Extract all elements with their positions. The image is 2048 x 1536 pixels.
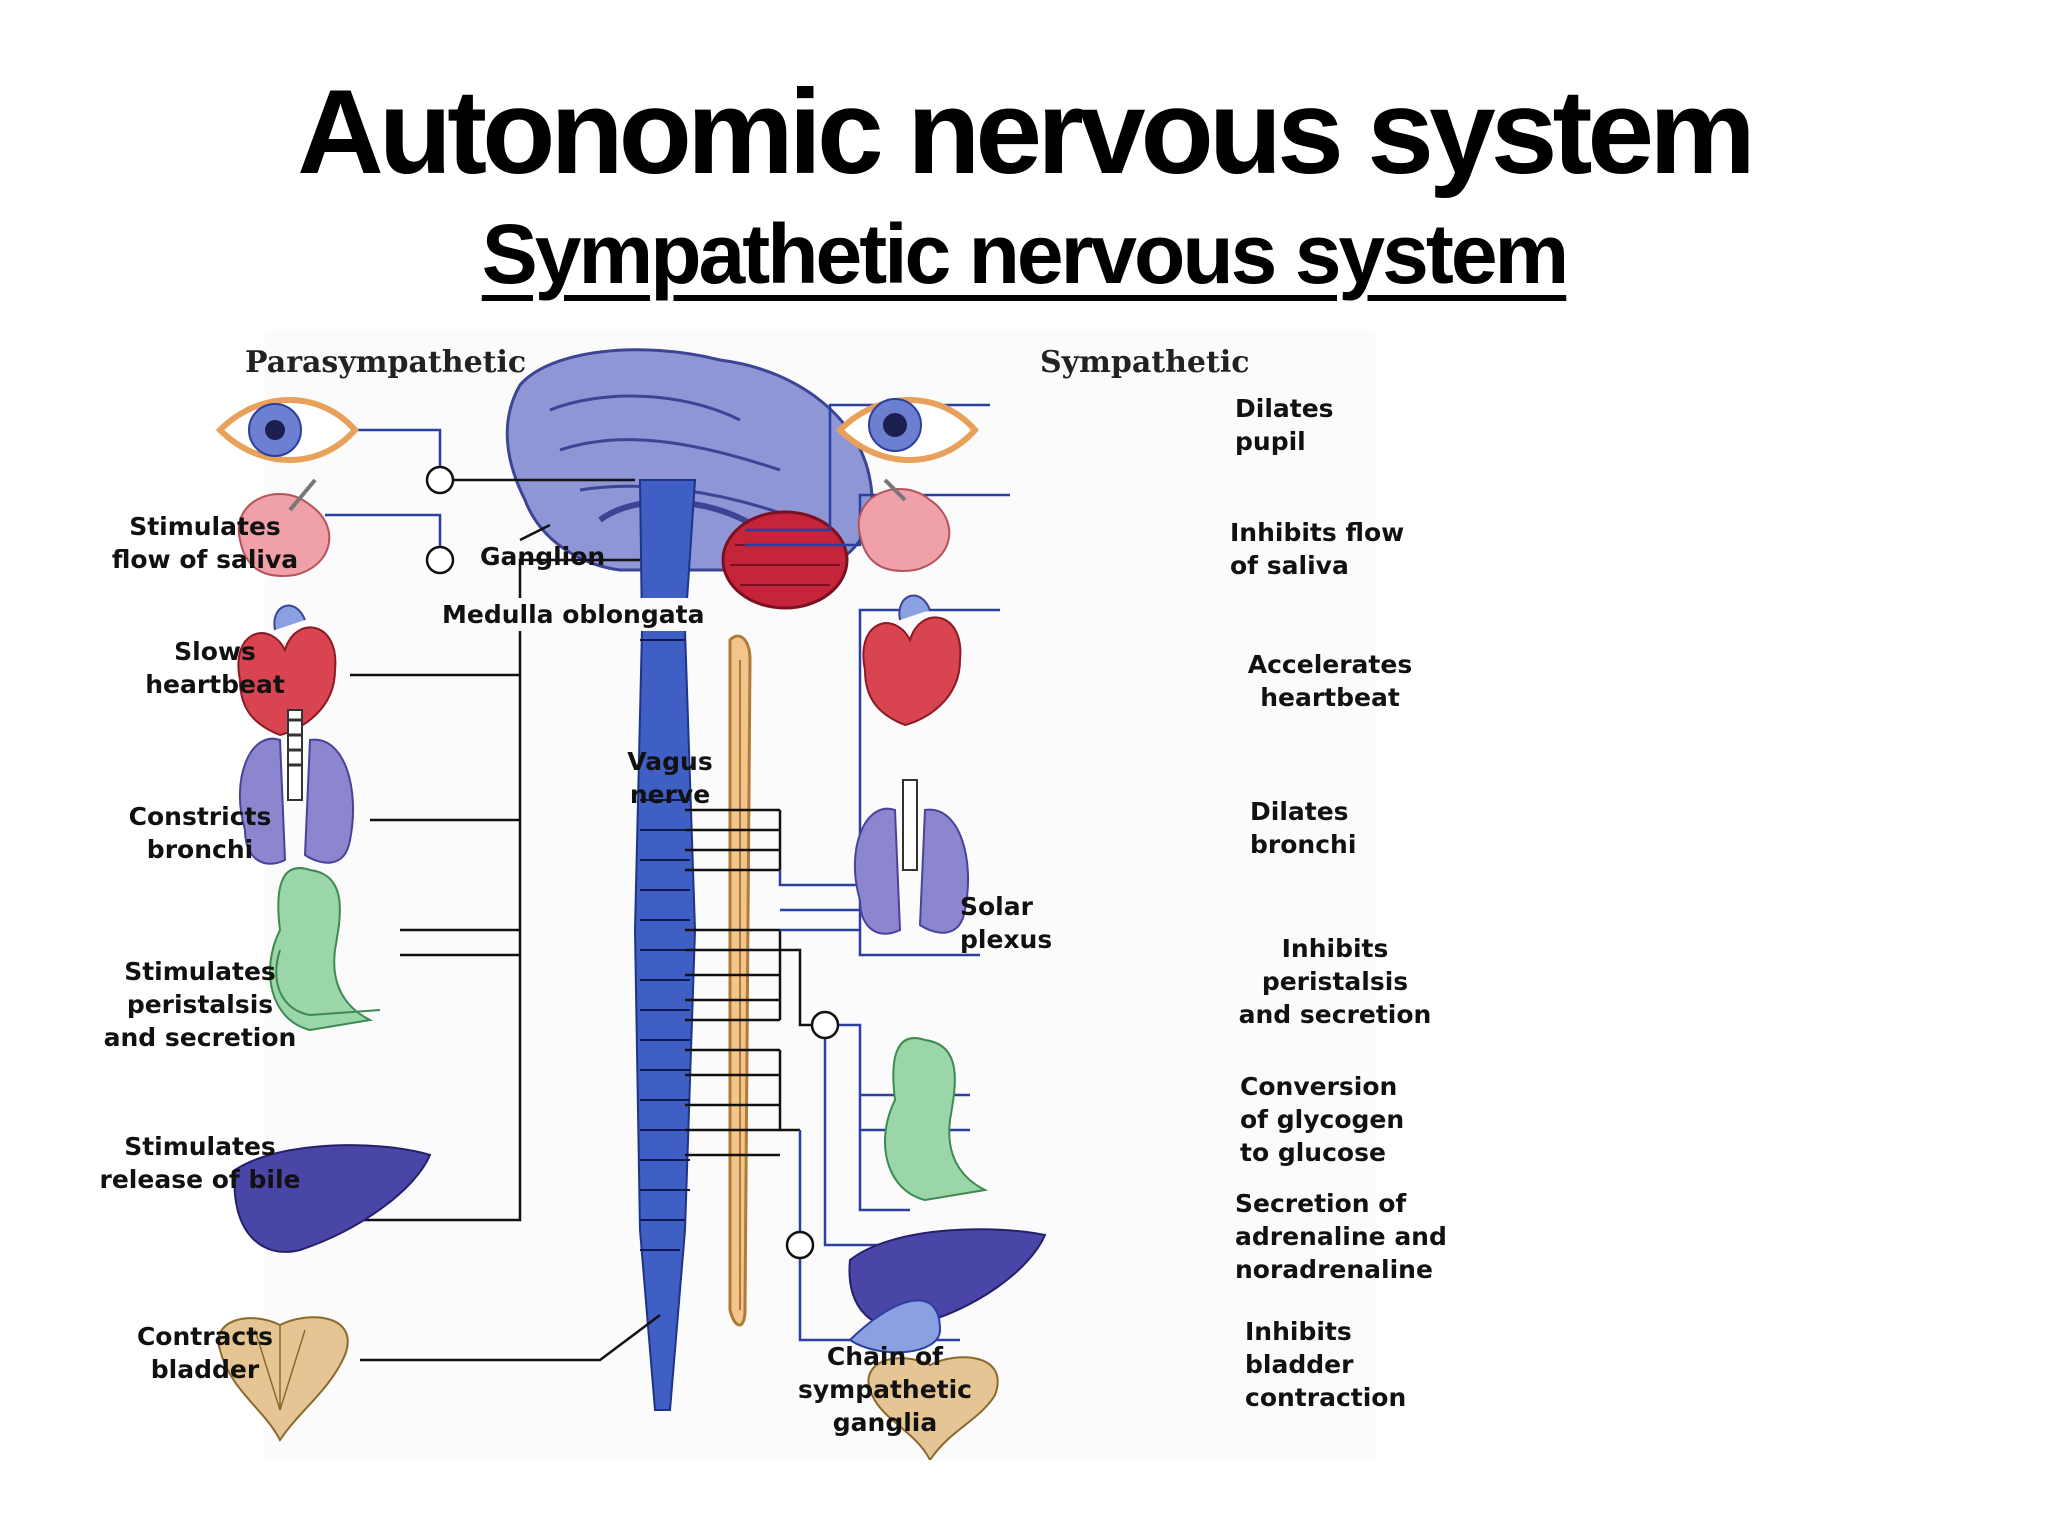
parasympathetic-header: Parasympathetic: [245, 345, 527, 380]
symp-label-heart: Accelerates heartbeat: [1247, 650, 1413, 712]
symp-label-stomach: Inhibits peristalsis and secretion: [1238, 934, 1432, 1029]
diagram-artwork: [215, 330, 1375, 1460]
adrenal-gland-icon: [848, 1299, 942, 1354]
sympathetic-chain-label: Chain of sympathetic ganglia: [797, 1342, 973, 1437]
page-subtitle: Sympathetic nervous system: [481, 207, 1569, 301]
right-heart-icon: [862, 594, 962, 727]
para-label-bronchi: Constricts bronchi: [128, 802, 272, 864]
vagus-nerve-label: Vagus nerve: [627, 747, 713, 809]
right-eye-icon: [835, 397, 979, 463]
para-label-bile: Stimulates release of bile: [99, 1132, 301, 1194]
sympathetic-header: Sympathetic: [1040, 345, 1250, 380]
right-bladder-icon: [867, 1356, 999, 1460]
para-label-stomach: Stimulates peristalsis and secretion: [103, 957, 297, 1052]
para-label-saliva: Stimulates flow of saliva: [111, 512, 299, 574]
medulla-label: Medulla oblongata: [442, 598, 705, 631]
symp-label-pupil: Dilates pupil: [1235, 394, 1334, 456]
left-saliva-gland-icon: [237, 478, 331, 577]
symp-label-adrenaline: Secretion of adrenaline and noradrenalin…: [1235, 1189, 1447, 1284]
spinal-cord-icon: [633, 479, 697, 1411]
symp-label-glycogen: Conversion of glycogen to glucose: [1240, 1072, 1405, 1167]
right-saliva-gland-icon: [857, 478, 951, 572]
symp-label-saliva: Inhibits flow of saliva: [1230, 518, 1405, 580]
left-bladder-icon: [217, 1316, 349, 1442]
left-stomach-icon: [269, 867, 381, 1032]
symp-label-bronchi: Dilates bronchi: [1250, 797, 1357, 859]
solar-plexus-label: Solar plexus: [960, 892, 1053, 954]
right-liver-icon: [848, 1228, 1047, 1329]
left-liver-icon: [233, 1144, 432, 1253]
symp-label-bladder: Inhibits bladder contraction: [1245, 1317, 1407, 1412]
cerebellum-icon: [721, 510, 849, 610]
right-stomach-icon: [884, 1037, 989, 1202]
left-eye-icon: [215, 397, 359, 463]
autonomic-diagram: Parasympathetic Sympathetic Stimulates f…: [80, 330, 1460, 1460]
left-lungs-icon: [238, 709, 354, 865]
para-label-bladder: Contracts bladder: [136, 1322, 274, 1384]
page-title: Autonomic nervous system: [297, 65, 1756, 199]
ganglion-label: Ganglion: [480, 542, 606, 571]
para-label-heart: Slows heartbeat: [145, 637, 285, 699]
left-heart-icon: [237, 604, 337, 737]
right-lungs-icon: [853, 779, 969, 935]
